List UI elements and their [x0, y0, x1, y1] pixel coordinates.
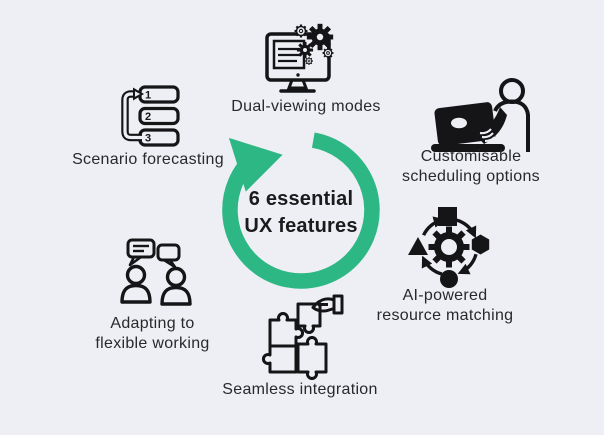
center-title: 6 essential UX features — [226, 186, 376, 240]
label-customisable-scheduling: Customisable scheduling options — [378, 147, 564, 186]
people-chat-icon — [120, 238, 192, 306]
label-adapting-line2: flexible working — [95, 334, 210, 352]
label-ai-line2: resource matching — [376, 306, 514, 324]
shapes-cycle-gear-icon — [408, 207, 490, 288]
center-title-line1: 6 essential — [248, 188, 354, 210]
gear-icon — [428, 226, 470, 268]
label-adapting-flexible: Adapting to flexible working — [60, 314, 245, 353]
square-shape — [438, 207, 457, 226]
hexagon-shape — [471, 234, 490, 255]
step-number-1: 1 — [145, 90, 151, 102]
puzzle-hand-icon — [262, 294, 344, 380]
circular-arrow — [222, 132, 380, 289]
triangle-shape — [408, 237, 428, 255]
label-ai-resource-matching: AI-powered resource matching — [352, 286, 538, 325]
label-customisable-line2: scheduling options — [402, 167, 540, 185]
numbered-list-loop-icon: 1 2 3 — [121, 85, 180, 147]
arrowhead — [228, 137, 283, 192]
step-number-2: 2 — [145, 111, 151, 123]
step-number-3: 3 — [145, 133, 151, 145]
monitor-gears-icon — [265, 23, 335, 93]
label-customisable-line1: Customisable — [420, 148, 522, 165]
label-ai-line1: AI-powered — [402, 287, 488, 304]
person-laptop-icon — [431, 78, 530, 152]
center-title-line2: UX features — [244, 215, 358, 237]
label-scenario-forecasting: Scenario forecasting — [72, 151, 224, 168]
label-dual-viewing-modes: Dual-viewing modes — [231, 98, 381, 115]
label-seamless-integration: Seamless integration — [222, 381, 378, 398]
cycle-arrows — [421, 216, 478, 276]
label-adapting-line1: Adapting to — [110, 315, 195, 332]
circle-shape — [440, 270, 458, 288]
